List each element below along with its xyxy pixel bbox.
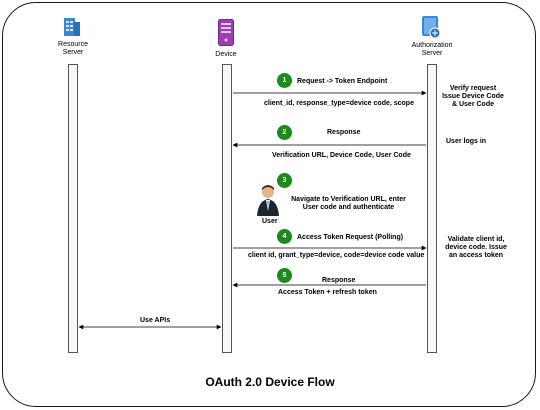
step-4-detail: client id, grant_type=device, code=devic…	[248, 252, 425, 259]
step-4-title: Access Token Request (Polling)	[297, 234, 404, 241]
step-4-badge: 4	[277, 229, 292, 244]
authorization-server-icon	[420, 15, 441, 39]
diagram-title: OAuth 2.0 Device Flow	[205, 375, 335, 389]
step-5-badge: 5	[277, 268, 292, 283]
diagram-frame	[2, 2, 536, 407]
step-1-detail: client_id, response_type=device code, sc…	[264, 100, 414, 107]
step-2-detail: Verification URL, Device Code, User Code	[272, 152, 411, 159]
resource-server-icon	[63, 16, 81, 38]
step-3-title: Navigate to Verification URL, enter User…	[291, 196, 406, 211]
user-icon	[256, 184, 280, 216]
resource-server-lifeline	[68, 64, 78, 353]
verify-request-note: Verify request Issue Device Code & User …	[442, 85, 504, 108]
user-label: User	[262, 218, 278, 225]
use-apis-label: Use APIs	[140, 317, 171, 324]
device-icon	[218, 19, 234, 46]
resource-server-label: Resource Server	[58, 41, 88, 56]
authorization-server-lifeline	[427, 64, 437, 353]
validate-client-note: Validate client id, device code. Issue a…	[445, 236, 507, 259]
step-3-badge: 3	[277, 173, 292, 188]
step-2-title: Response	[327, 129, 361, 136]
step-2-badge: 2	[277, 125, 292, 140]
step-1-title: Request -> Token Endpoint	[297, 78, 388, 85]
step-1-badge: 1	[277, 73, 292, 88]
authorization-server-label: Authorization Server	[411, 42, 453, 57]
device-label: Device	[215, 51, 237, 58]
user-logs-in-note: User logs in	[446, 138, 487, 145]
step-5-detail: Access Token + refresh token	[278, 289, 377, 296]
device-lifeline	[222, 64, 232, 353]
step-5-title: Response	[322, 277, 356, 284]
